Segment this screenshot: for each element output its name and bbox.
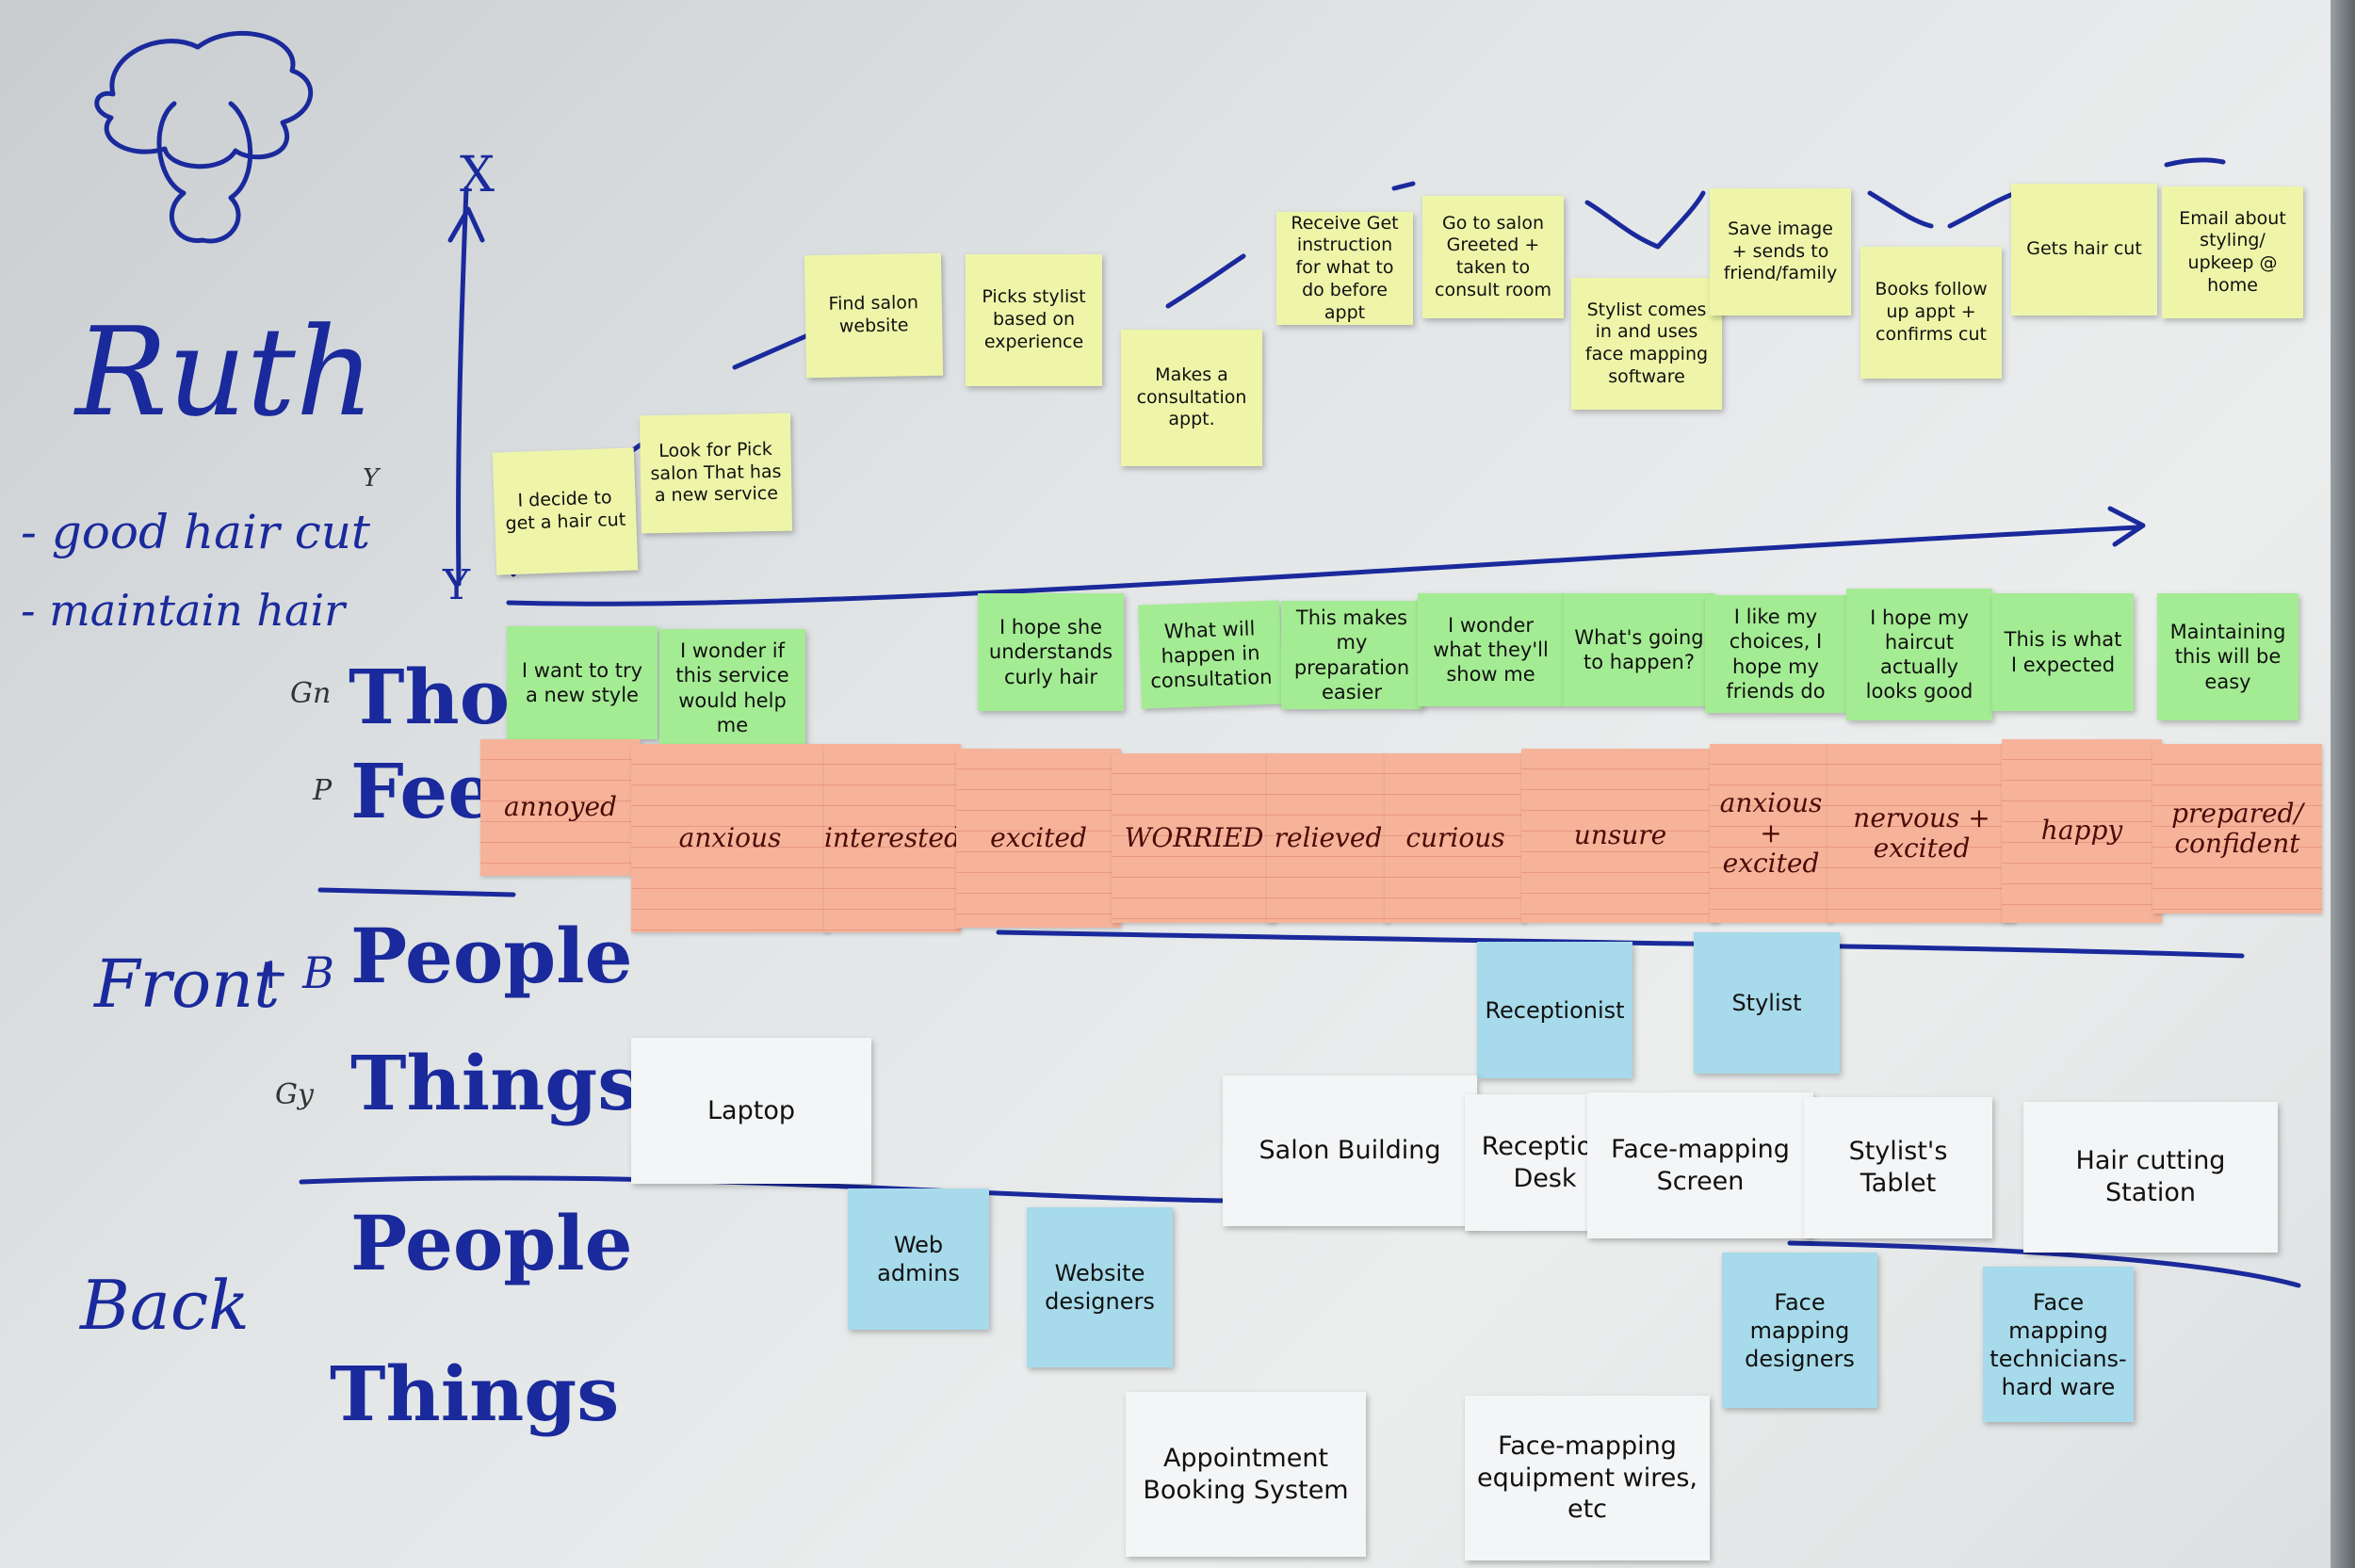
feeling-card: excited	[956, 749, 1121, 928]
feeling-card: relieved	[1267, 753, 1389, 923]
back-people-label: People	[350, 1199, 633, 1287]
thought-note: What will happen in consultation	[1138, 600, 1283, 709]
feeling-card: nervous + excited	[1827, 744, 2016, 923]
thought-note: What's going to happen?	[1564, 593, 1714, 706]
back-people-note: Website designers	[1027, 1207, 1173, 1367]
back-stage-label: Back	[80, 1266, 250, 1345]
front-stage-label: Front	[94, 946, 281, 1023]
feeling-card: prepared/ confident	[2152, 744, 2322, 913]
feeling-card: interested	[824, 744, 961, 932]
thought-note: I wonder if this service would help me	[659, 629, 805, 747]
action-note: Email about styling/ upkeep @ home	[2162, 186, 2303, 318]
front-thing-card: Face-mapping Screen	[1587, 1092, 1813, 1238]
axis-side-mark: Y	[363, 464, 380, 493]
persona-goal-1: - good hair cut	[21, 505, 370, 559]
timeline-line	[506, 525, 2141, 606]
action-note: I decide to get a hair cut	[492, 447, 639, 575]
front-thing-card: Hair cutting Station	[2023, 1102, 2278, 1253]
action-note: Go to salon Greeted + taken to consult r…	[1422, 196, 1564, 318]
front-things-prefix: Gy	[275, 1078, 314, 1111]
thought-note: I hope she understands curly hair	[978, 593, 1124, 711]
lane-divider-1	[317, 887, 516, 897]
timeline-arrowhead	[2107, 506, 2146, 547]
feeling-card: WORRIED	[1112, 753, 1276, 923]
action-note: Picks stylist based on experience	[966, 254, 1102, 386]
back-thing-card: Appointment Booking System	[1126, 1392, 1366, 1557]
back-people-note: Face mapping technicians- hard ware	[1983, 1267, 2134, 1422]
feeling-card: anxious	[631, 744, 829, 932]
persona-goal-2: - maintain hair	[21, 585, 346, 636]
front-people-label: People	[350, 912, 633, 1000]
feeling-card: annoyed	[480, 739, 641, 876]
action-note: Receive Get instruction for what to do b…	[1276, 212, 1413, 325]
thought-note: I like my choices, I hope my friends do	[1705, 595, 1846, 713]
action-note: Makes a consultation appt.	[1121, 330, 1262, 466]
emotion-axis-line	[456, 186, 469, 587]
lane-divider-3	[299, 1175, 1227, 1204]
whiteboard-frame-edge	[2331, 0, 2355, 1568]
axis-top-label: X	[460, 147, 495, 203]
front-thing-card: Laptop	[631, 1038, 871, 1184]
emotion-axis-arrowhead	[447, 206, 485, 243]
back-people-note: Face mapping designers	[1722, 1253, 1877, 1408]
persona-hair-sketch	[94, 30, 314, 170]
feeling-card: anxious + excited	[1710, 744, 1832, 923]
back-people-note: Web admins	[848, 1188, 989, 1330]
thought-note: I hope my haircut actually looks good	[1846, 589, 1992, 720]
back-thing-card: Face-mapping equipment wires, etc	[1465, 1396, 1710, 1560]
action-note: Find salon website	[804, 252, 944, 379]
action-note: Stylist comes in and uses face mapping s…	[1571, 278, 1722, 410]
thought-note: This makes my preparation easier	[1281, 601, 1422, 709]
front-people-note: Stylist	[1694, 932, 1840, 1074]
action-note: Gets hair cut	[2011, 184, 2157, 315]
action-note: Save image + sends to friend/family	[1710, 188, 1851, 315]
front-things-label: Things	[350, 1039, 641, 1127]
feelings-prefix: P	[313, 774, 333, 807]
feeling-card: happy	[2002, 739, 2162, 923]
thought-note: This is what I expected	[1992, 593, 2134, 711]
action-note: Books follow up appt + confirms cut	[1860, 247, 2002, 379]
feeling-card: curious	[1385, 753, 1526, 923]
thought-note: Maintaining this will be easy	[2157, 593, 2298, 720]
axis-bottom-label: Y	[443, 561, 471, 609]
back-things-label: Things	[330, 1350, 620, 1438]
lane-divider-4	[1787, 1240, 2301, 1288]
front-thing-card: Stylist's Tablet	[1804, 1097, 1992, 1238]
thoughts-prefix: Gn	[290, 677, 332, 710]
front-people-prefix: + B	[252, 947, 334, 998]
front-people-note: Receptionist	[1477, 942, 1632, 1078]
action-note: Look for Pick salon That has a new servi…	[639, 412, 793, 534]
persona-head-sketch	[156, 101, 253, 244]
thought-note: I wonder what they'll show me	[1418, 593, 1564, 706]
thought-note: I want to try a new style	[507, 626, 658, 739]
persona-name: Ruth	[75, 300, 375, 444]
feeling-card: unsure	[1521, 749, 1719, 923]
front-thing-card: Salon Building	[1223, 1075, 1477, 1226]
